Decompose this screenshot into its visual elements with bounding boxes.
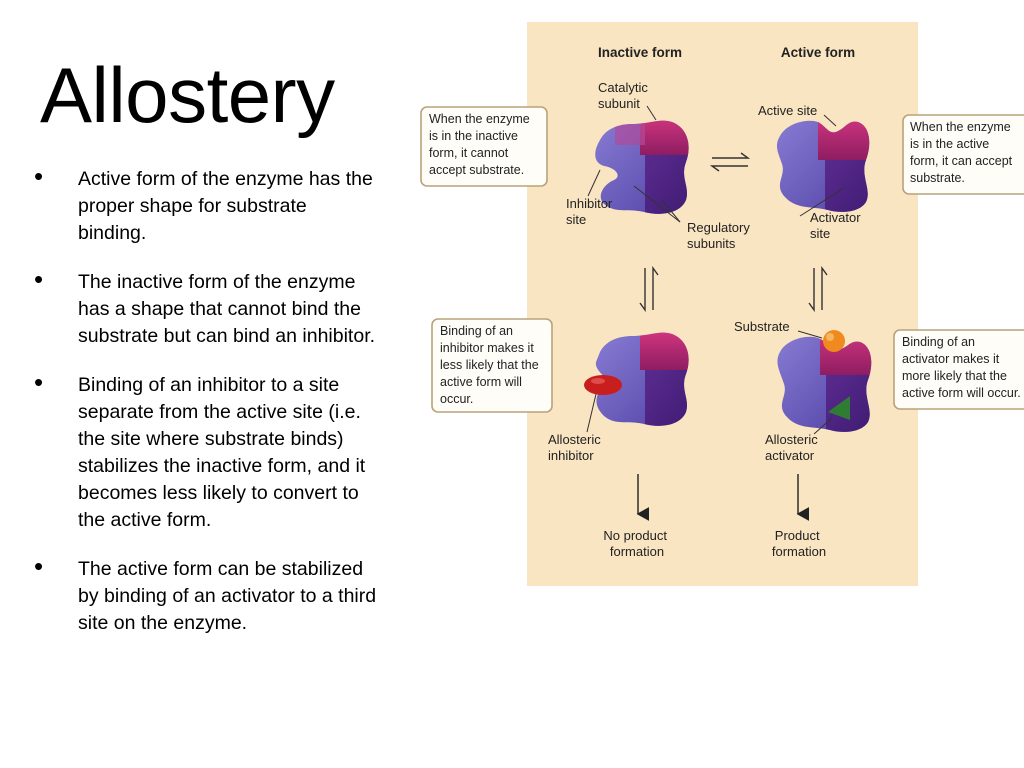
bullet-dot: •: [34, 264, 44, 294]
callout-activator: Binding of an activator makes it more li…: [893, 329, 1024, 410]
bullet-text-line: proper shape for substrate: [78, 195, 307, 217]
label-inhibitor-site: Inhibitor site: [566, 196, 616, 227]
svg-text:Binding of an activator: Binding of an activator makes it more li…: [902, 335, 1021, 400]
bullet-text-line: has a shape that cannot bind the: [78, 298, 361, 320]
slide-title: Allostery: [40, 51, 335, 139]
label-substrate: Substrate: [734, 319, 790, 334]
bullet-item: • Binding of an inhibitor to a site separa…: [34, 367, 434, 534]
bullet-text-line: the site where substrate binds): [78, 428, 344, 450]
svg-text:When the enzyme is in th: When the enzyme is in the inactive form,…: [429, 112, 533, 177]
bullet-text-line: by binding of an activator to a third: [78, 585, 377, 607]
svg-text:Binding of an inhibitor: Binding of an inhibitor makes it less li…: [440, 324, 542, 406]
svg-text:When the enzyme is in th: When the enzyme is in the active form, i…: [910, 120, 1016, 185]
equilibrium-arrows-right: [808, 265, 828, 313]
bullet-text-line: separate from the active site (i.e.: [78, 401, 361, 423]
label-product-formation: Product formation: [772, 528, 826, 559]
bullet-item: • The active form can be stabilized by bin…: [34, 551, 434, 637]
bullet-text-line: binding.: [78, 222, 147, 244]
label-allosteric-activator: Allosteric activator: [765, 432, 821, 463]
bullet-text-line: the active form.: [78, 509, 212, 531]
label-activator-site: Activator site: [810, 210, 864, 241]
bullet-text-line: becomes less likely to convert to: [78, 482, 359, 504]
enzyme-inactive: [595, 120, 689, 214]
bullet-dot: •: [34, 367, 44, 397]
label-regulatory-subunits: Regulatory subunits: [687, 220, 754, 251]
bullet-text-line: Active form of the enzyme has the: [78, 168, 373, 190]
bullet-text-line: site on the enzyme.: [78, 612, 248, 634]
callout-inhibitor: Binding of an inhibitor makes it less li…: [431, 318, 553, 413]
bullet-dot: •: [34, 161, 44, 191]
label-active-site: Active site: [758, 103, 817, 118]
callout-inactive: When the enzyme is in the inactive form,…: [420, 106, 548, 187]
header-inactive-form: Inactive form: [598, 45, 682, 60]
enzyme-inhibited: [584, 332, 689, 426]
equilibrium-arrows-left: [639, 265, 659, 313]
bullet-dot: •: [34, 551, 44, 581]
label-allosteric-inhibitor: Allosteric inhibitor: [548, 432, 604, 463]
allosteric-inhibitor-shape: [584, 375, 622, 395]
equilibrium-arrows-horizontal: [709, 152, 751, 172]
enzyme-activated: [777, 330, 872, 432]
bullet-text-line: stabilizes the inactive form, and it: [78, 455, 366, 477]
bullet-text-line: Binding of an inhibitor to a site: [78, 374, 340, 396]
figure-panel: [527, 22, 918, 586]
bullet-item: • The inactive form of the enzyme has a sh…: [34, 264, 434, 350]
label-catalytic-subunit: Catalytic subunit: [598, 80, 651, 111]
bullet-list: • Active form of the enzyme has the proper…: [34, 166, 434, 659]
label-no-product-formation: No product formation: [603, 528, 670, 559]
leader-lines: [586, 105, 845, 435]
header-active-form: Active form: [781, 45, 855, 60]
enzyme-active: [776, 120, 870, 212]
callout-active: When the enzyme is in the active form, i…: [902, 114, 1024, 195]
bullet-text-line: substrate but can bind an inhibitor.: [78, 325, 376, 347]
bullet-text-line: The inactive form of the enzyme: [78, 271, 356, 293]
substrate-shape: [823, 330, 845, 352]
allosteric-activator-shape: [828, 396, 850, 420]
bullet-text-line: The active form can be stabilized: [78, 558, 364, 580]
